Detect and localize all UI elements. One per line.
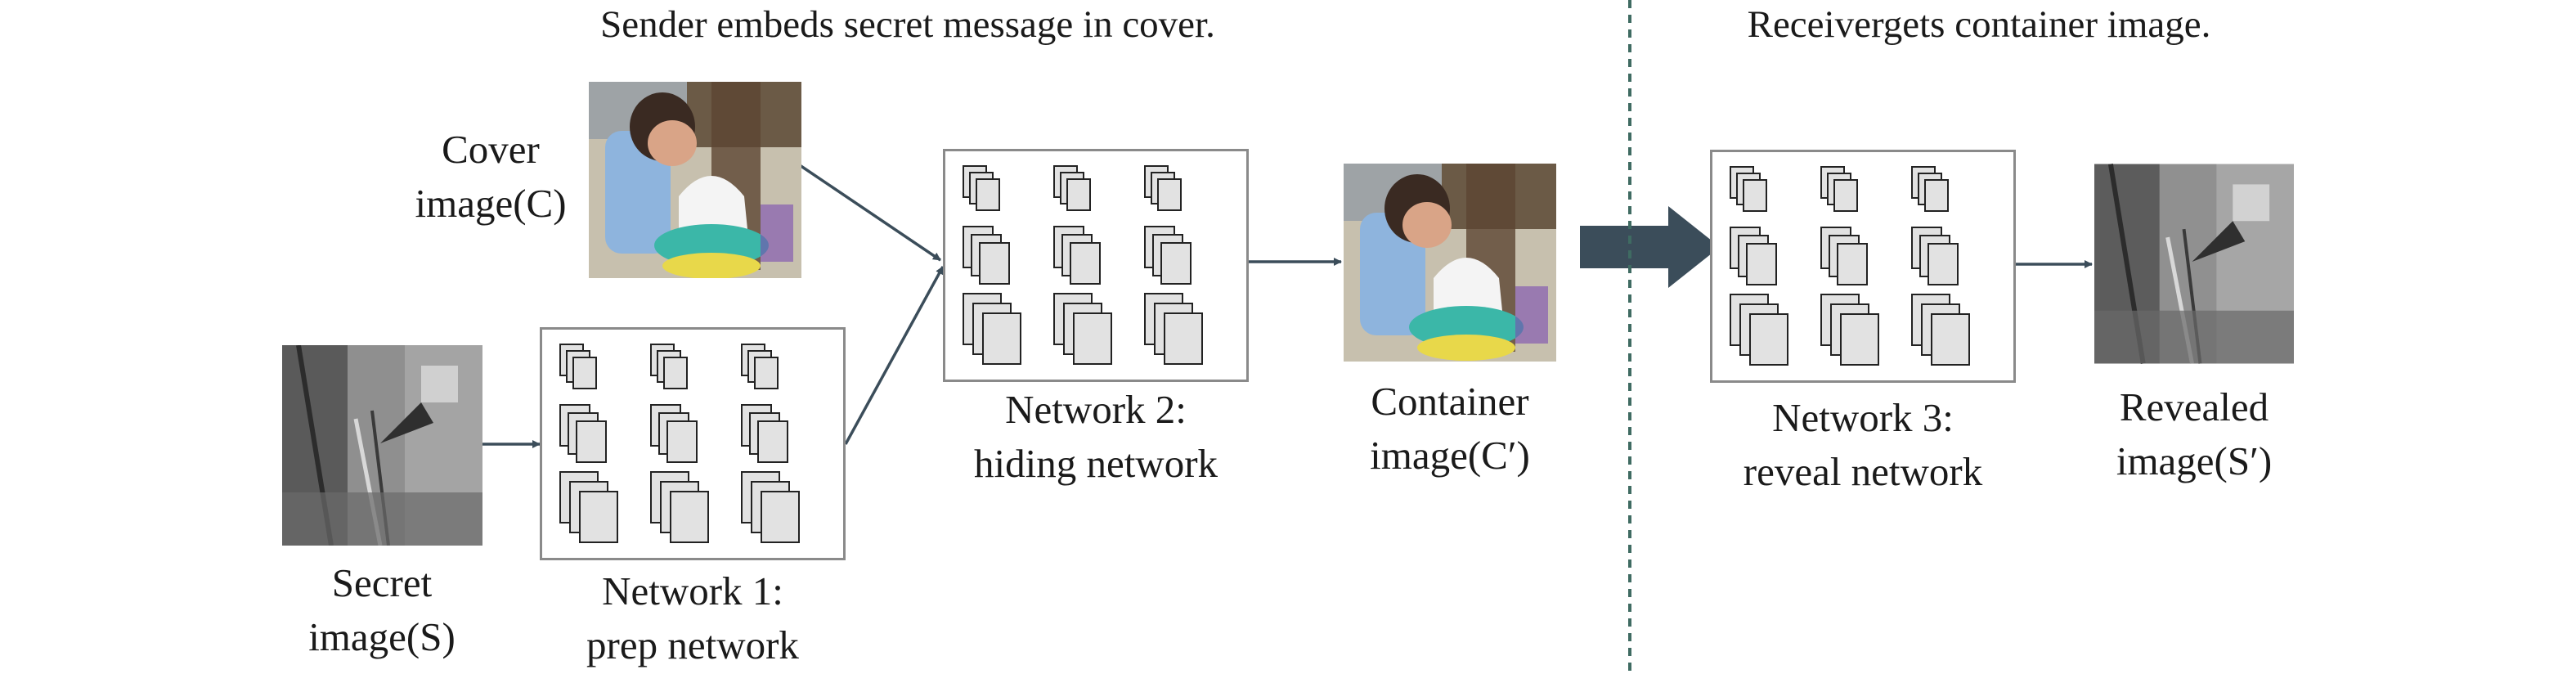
layer-block bbox=[754, 357, 779, 389]
network2-box bbox=[943, 149, 1249, 382]
cover-to-network2-arrow bbox=[797, 162, 941, 262]
receiver-header: Receivergets container image. bbox=[1747, 3, 2211, 46]
layer-block bbox=[1749, 313, 1788, 366]
cover-image-label: Cover image(C) bbox=[415, 127, 567, 226]
secret-image-label: Secret image(S) bbox=[308, 560, 456, 659]
layer-block bbox=[1743, 179, 1767, 212]
layer-block bbox=[1160, 242, 1192, 285]
layer-block bbox=[1928, 243, 1959, 285]
layer-block bbox=[1837, 243, 1868, 285]
revealed-image bbox=[2094, 164, 2294, 364]
layer-block bbox=[1073, 312, 1112, 365]
layer-block bbox=[1157, 178, 1182, 211]
layer-block bbox=[1746, 243, 1777, 285]
layer-block bbox=[1066, 178, 1091, 211]
container-image bbox=[1344, 164, 1556, 362]
layer-block bbox=[579, 491, 618, 543]
network1-layers-icon bbox=[559, 344, 800, 543]
layer-block bbox=[1070, 242, 1101, 285]
network2-layers-icon bbox=[963, 165, 1203, 365]
network1-box bbox=[540, 327, 846, 560]
layer-block bbox=[663, 357, 688, 389]
transmit-arrow bbox=[1580, 206, 1720, 288]
layer-block bbox=[757, 420, 788, 463]
network3-layers-icon bbox=[1730, 166, 1970, 366]
sender-header: Sender embeds secret message in cover. bbox=[600, 3, 1215, 46]
layer-block bbox=[1931, 313, 1970, 366]
secret-image bbox=[282, 345, 482, 546]
layer-block bbox=[976, 178, 1000, 211]
layer-block bbox=[982, 312, 1021, 365]
revealed-image-label: Revealed image(S′) bbox=[2116, 384, 2273, 483]
layer-block bbox=[761, 491, 800, 543]
layer-block bbox=[1164, 312, 1203, 365]
layer-block bbox=[979, 242, 1010, 285]
layer-block bbox=[670, 491, 709, 543]
layer-block bbox=[1833, 179, 1858, 212]
cover-image bbox=[589, 82, 801, 278]
network1-to-network2-arrow bbox=[844, 266, 945, 445]
network3-box bbox=[1710, 150, 2016, 383]
network2-label: Network 2: hiding network bbox=[973, 387, 1218, 486]
network1-label: Network 1: prep network bbox=[586, 568, 799, 667]
layer-block bbox=[576, 420, 607, 463]
layer-block bbox=[1840, 313, 1879, 366]
container-image-label: Container image(C′) bbox=[1370, 379, 1530, 478]
layer-block bbox=[1924, 179, 1949, 212]
layer-block bbox=[666, 420, 698, 463]
layer-block bbox=[572, 357, 597, 389]
network3-label: Network 3: reveal network bbox=[1743, 395, 1983, 494]
